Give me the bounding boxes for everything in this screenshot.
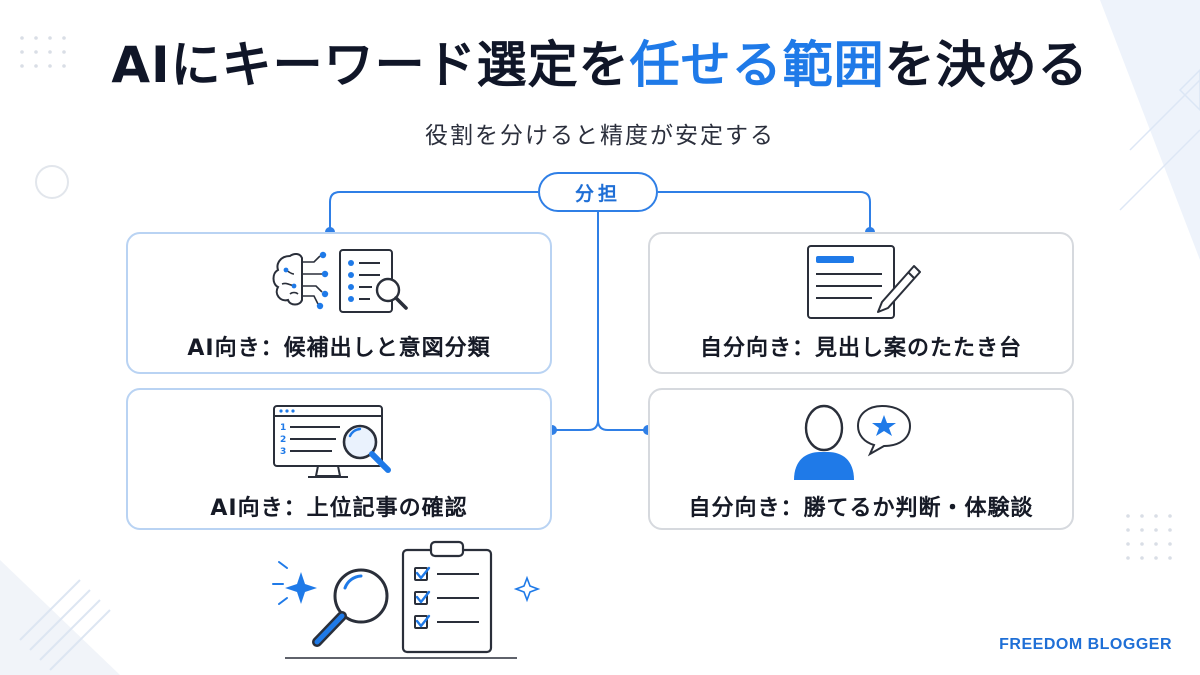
card-label: 自分向き：見出し案のたたき台 <box>699 336 1022 361</box>
page-title: AIにキーワード選定を任せる範囲を決める <box>111 36 1089 94</box>
list-number: 3 <box>280 447 286 457</box>
title-highlight: 任せる範囲 <box>629 36 885 94</box>
magnifier-checklist-icon <box>272 540 541 659</box>
document-search-icon <box>339 249 408 313</box>
card-self-outline-draft: 自分向き：見出し案のたたき台 <box>648 232 1074 374</box>
person-star-speech-icon <box>794 404 912 480</box>
card-label: AI向き：上位記事の確認 <box>210 496 468 521</box>
brand-logo-text: FREEDOM BLOGGER <box>999 636 1172 653</box>
page-subtitle: 役割を分けると精度が安定する <box>425 123 775 149</box>
center-label-pill: 分担 <box>538 172 658 212</box>
card-ai-candidates: AI向き：候補出しと意図分類 <box>126 232 552 374</box>
brain-network-icon <box>272 251 329 310</box>
card-ai-top-articles: 1 2 3 AI向き：上位記事の確認 <box>126 388 552 530</box>
card-label: AI向き：候補出しと意図分類 <box>187 336 491 361</box>
list-number: 1 <box>280 423 286 433</box>
list-number: 2 <box>280 435 286 445</box>
card-self-judgement: 自分向き：勝てるか判断・体験談 <box>648 388 1074 530</box>
card-label: 自分向き：勝てるか判断・体験談 <box>688 496 1034 521</box>
document-pencil-icon <box>807 245 921 319</box>
monitor-search-icon: 1 2 3 <box>273 405 391 478</box>
